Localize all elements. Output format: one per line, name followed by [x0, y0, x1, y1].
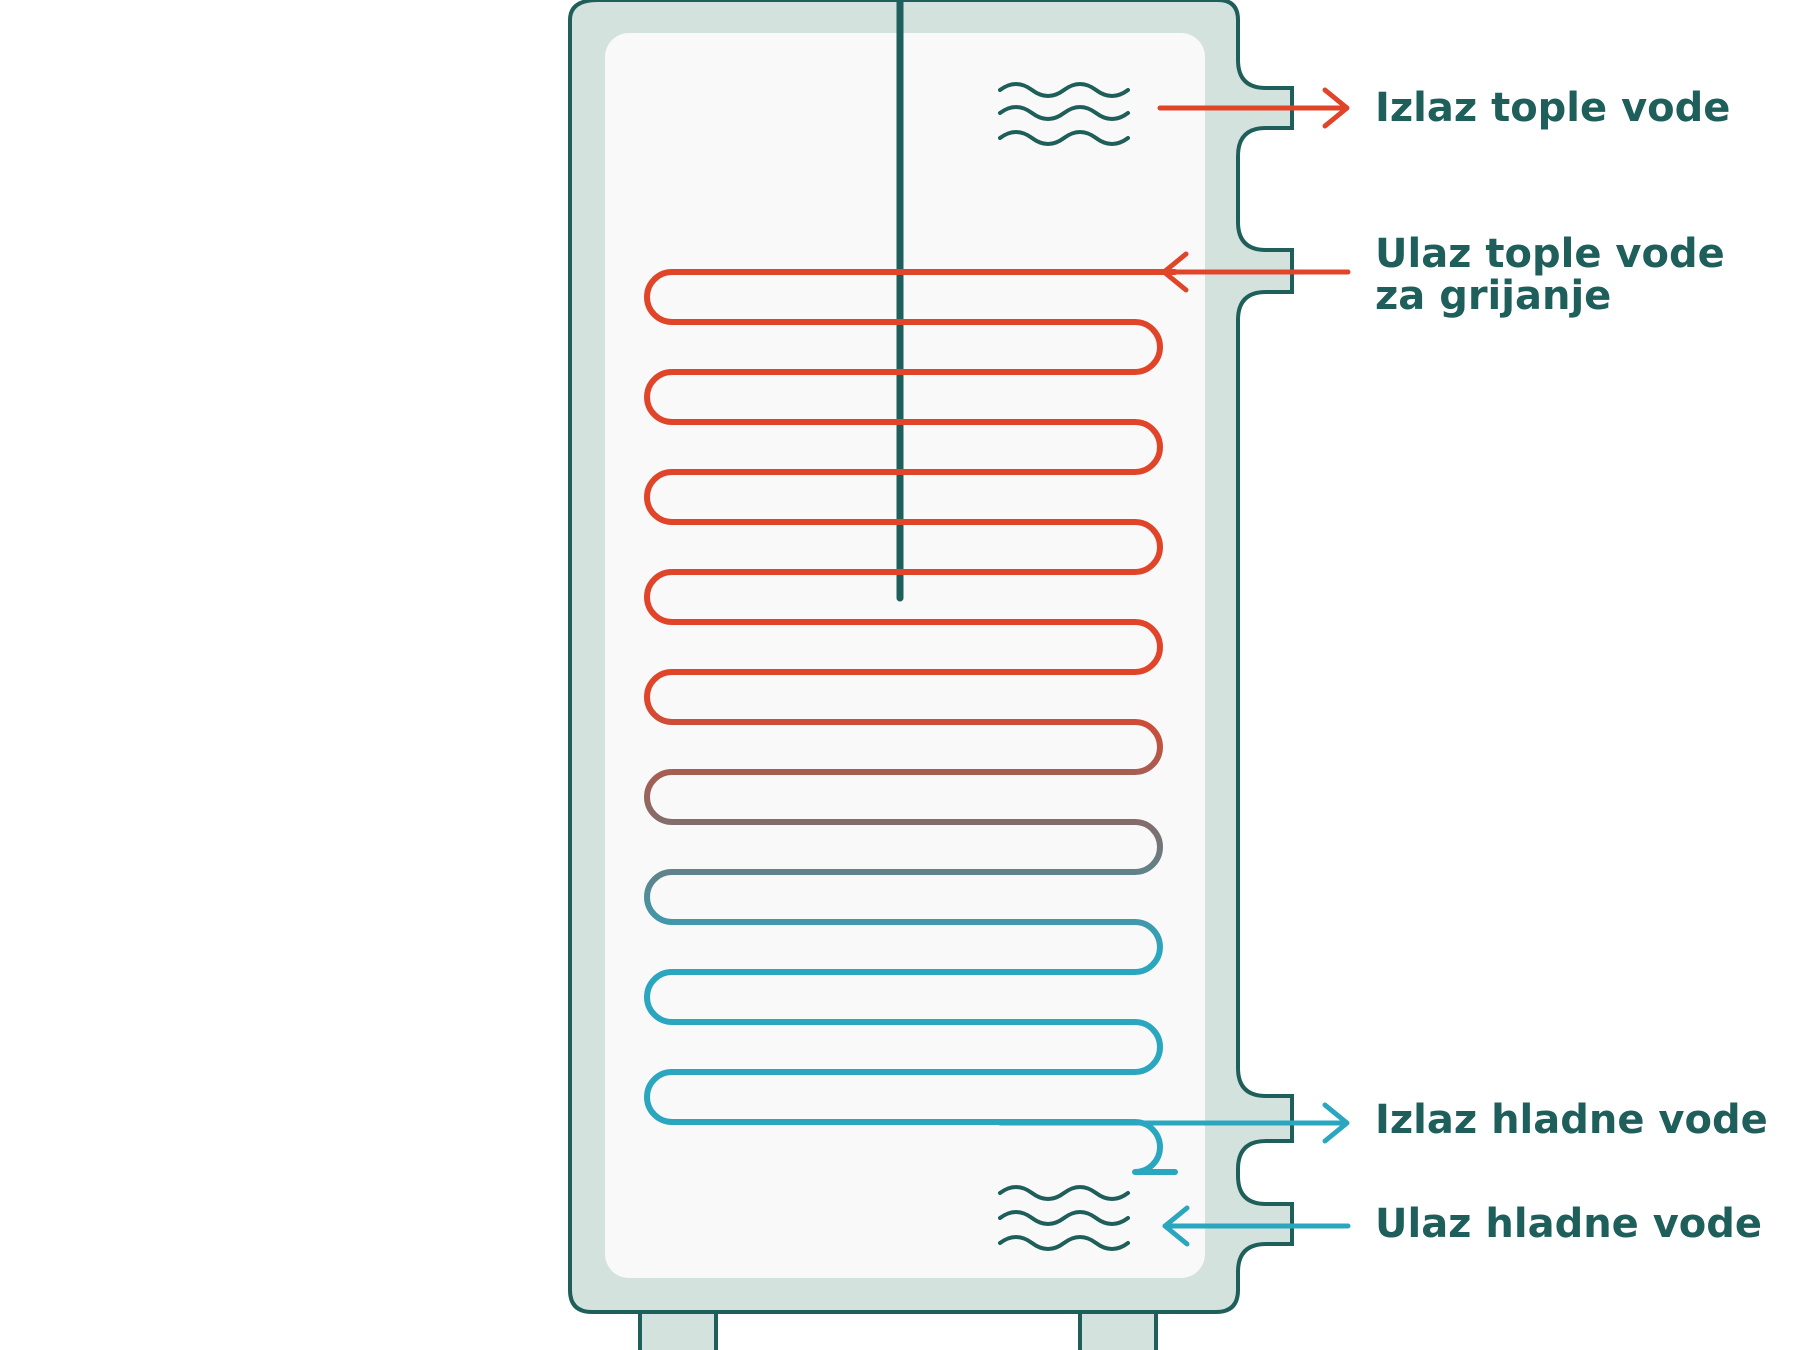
heating-inlet-arrow [1037, 251, 1351, 293]
heating-coil [644, 269, 1178, 1175]
tank-leg-right [1078, 1308, 1158, 1350]
cold-water-outlet-arrow [997, 1102, 1350, 1144]
label-cold-water-outlet: Izlaz hladne vode [1375, 1097, 1768, 1143]
waves-icon [998, 1185, 1130, 1251]
label-heating-inlet-line1: Ulaz tople vode [1375, 231, 1725, 277]
cold-water-inlet-arrow [1162, 1205, 1351, 1247]
label-hot-water-outlet: Izlaz tople vode [1375, 85, 1731, 131]
tank-inner [605, 33, 1205, 1278]
waves-icon [998, 82, 1130, 146]
tank-leg-left [638, 1308, 718, 1350]
hot-water-outlet-arrow [1157, 87, 1350, 129]
label-cold-water-inlet: Ulaz hladne vode [1375, 1201, 1763, 1247]
label-heating-inlet-line2: za grijanje [1375, 273, 1612, 319]
